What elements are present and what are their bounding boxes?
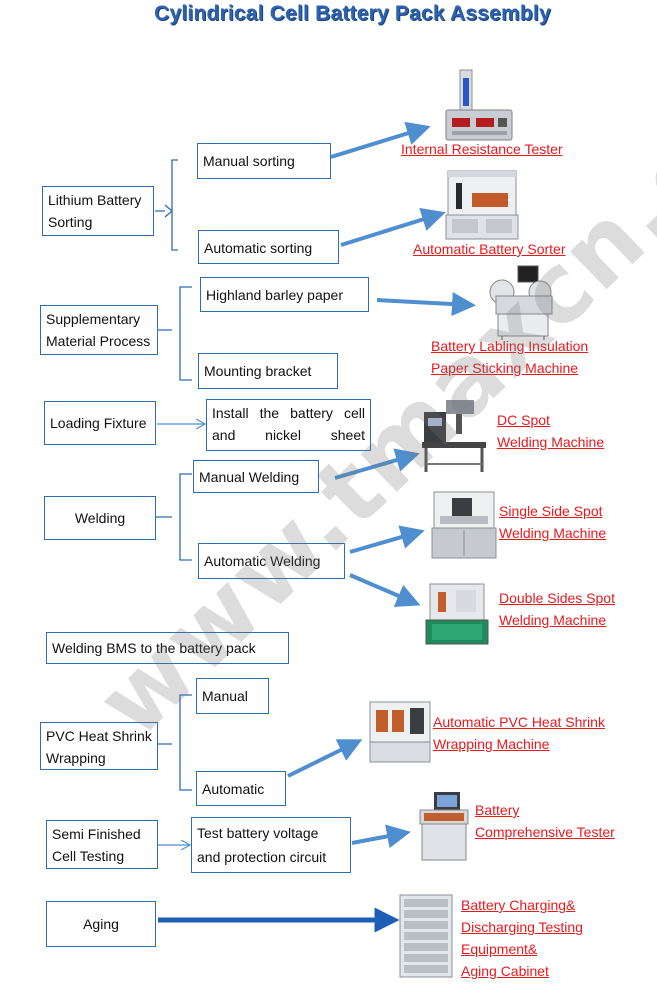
dc-spot-link-line2[interactable]: Welding Machine xyxy=(497,434,605,450)
battery-labeling-link-line2[interactable]: Paper Sticking Machine xyxy=(431,360,579,376)
comprehensive-tester-link-line1[interactable]: Battery xyxy=(475,802,520,818)
pvc-heat-shrink-box: PVC Heat Shrink Wrapping xyxy=(40,722,158,770)
dc-spot-welding-machine-image xyxy=(422,400,486,472)
battery-comprehensive-tester-image xyxy=(419,792,469,861)
aging-cabinet-link-line3[interactable]: Equipment& xyxy=(461,941,538,957)
aging-cabinet-image xyxy=(399,894,453,978)
test-battery-voltage-box: Test battery voltage and protection circ… xyxy=(191,817,351,873)
install-battery-cell-box: Install the battery cell and nickel shee… xyxy=(206,399,371,451)
aging-cabinet-link-line1[interactable]: Battery Charging& xyxy=(461,897,576,913)
aging-box: Aging xyxy=(46,901,156,947)
internal-resistance-tester-image xyxy=(445,69,513,141)
pvc-heat-shrink-machine-link-line1[interactable]: Automatic PVC Heat Shrink xyxy=(433,714,605,730)
highland-barley-paper-box: Highland barley paper xyxy=(200,277,369,312)
dc-spot-link-line1[interactable]: DC Spot xyxy=(497,412,550,428)
automatic-battery-sorter-image xyxy=(445,170,519,240)
welding-bms-box: Welding BMS to the battery pack xyxy=(46,632,289,664)
pvc-heat-shrink-machine-link-line2[interactable]: Wrapping Machine xyxy=(433,736,550,752)
manual-box: Manual xyxy=(196,678,269,714)
page-title: Cylindrical Cell Battery Pack Assembly xyxy=(154,2,551,25)
double-sides-spot-link-line2[interactable]: Welding Machine xyxy=(499,612,607,628)
manual-sorting-box: Manual sorting xyxy=(197,143,331,179)
supplementary-material-box: Supplementary Material Process xyxy=(40,305,158,355)
pvc-heat-shrink-machine-image xyxy=(369,701,431,763)
lithium-battery-sorting-box: Lithium Battery Sorting xyxy=(42,186,154,236)
comprehensive-tester-link-line2[interactable]: Comprehensive Tester xyxy=(475,824,615,840)
double-sides-spot-link-line1[interactable]: Double Sides Spot xyxy=(499,590,615,606)
single-side-spot-link-line2[interactable]: Welding Machine xyxy=(499,525,607,541)
double-sides-spot-welding-machine-image xyxy=(425,583,489,645)
internal-resistance-tester-link[interactable]: Internal Resistance Tester xyxy=(401,141,563,157)
automatic-box: Automatic xyxy=(196,771,286,806)
automatic-sorting-box: Automatic sorting xyxy=(198,230,339,264)
welding-box: Welding xyxy=(44,496,156,540)
battery-labeling-machine-image xyxy=(489,265,553,340)
single-side-spot-welding-machine-image xyxy=(431,491,497,559)
automatic-battery-sorter-link[interactable]: Automatic Battery Sorter xyxy=(413,241,566,257)
aging-cabinet-link-line4[interactable]: Aging Cabinet xyxy=(461,963,549,979)
automatic-welding-box: Automatic Welding xyxy=(198,543,345,579)
aging-cabinet-link-line2[interactable]: Discharging Testing xyxy=(461,919,583,935)
semi-finished-testing-box: Semi Finished Cell Testing xyxy=(46,820,158,869)
single-side-spot-link-line1[interactable]: Single Side Spot xyxy=(499,503,603,519)
mounting-bracket-box: Mounting bracket xyxy=(198,353,338,389)
battery-labeling-link-line1[interactable]: Battery Labling Insulation xyxy=(431,338,589,354)
loading-fixture-box: Loading Fixture xyxy=(44,401,156,445)
manual-welding-box: Manual Welding xyxy=(193,460,319,493)
